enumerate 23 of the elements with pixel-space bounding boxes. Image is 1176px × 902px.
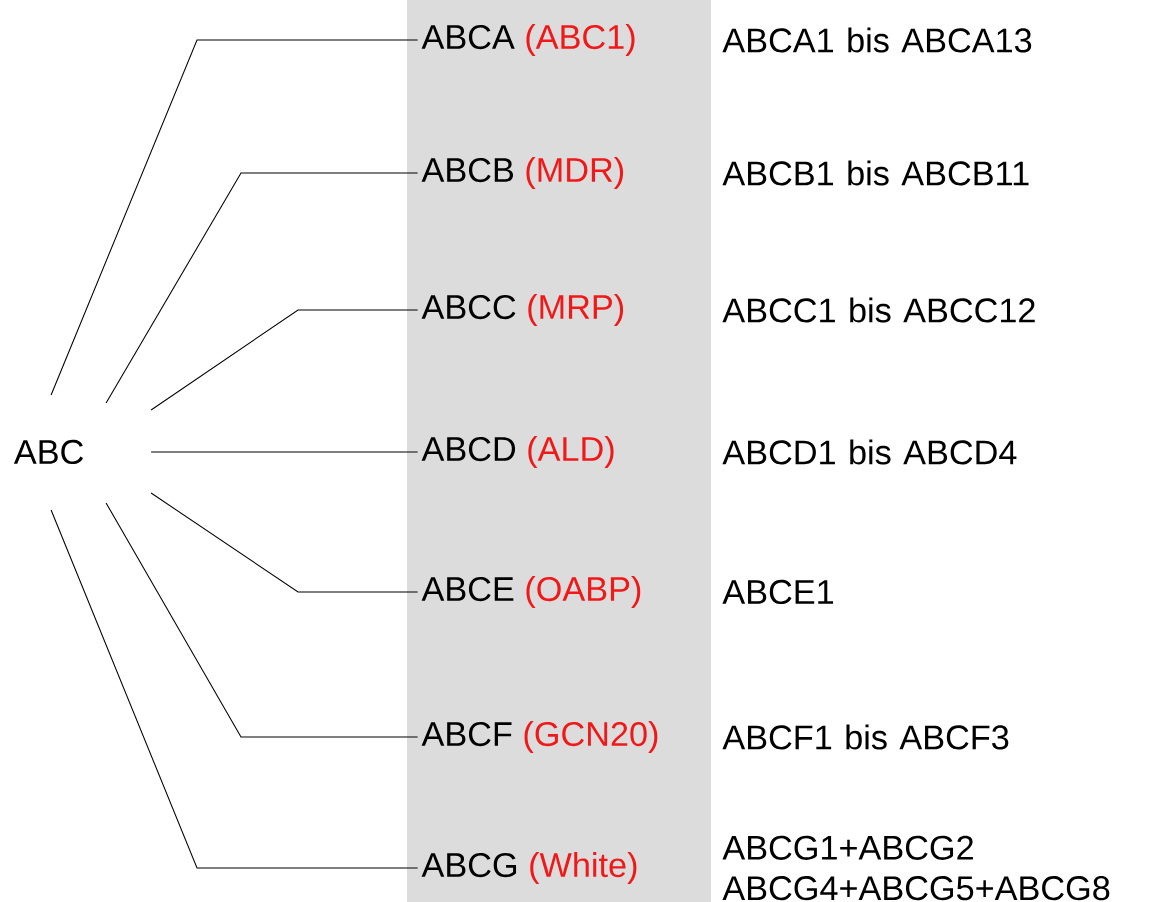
group-label: ABCB (MDR) [421, 157, 624, 189]
group-label: ABCD (ALD) [421, 436, 614, 468]
member-range: ABCG1+ABCG2 ABCG4+ABCG5+ABCG8 [722, 835, 1110, 901]
member-range: ABCF1 bis ABCF3 [722, 724, 1009, 750]
member-range: ABCE1 [722, 579, 834, 605]
group-label: ABCA (ABC1) [421, 24, 635, 56]
connector-line [150, 492, 419, 593]
group-label: ABCG (White) [421, 852, 637, 884]
member-range: ABCB1 bis ABCB11 [722, 160, 1029, 186]
member-range: ABCD1 bis ABCD4 [722, 439, 1017, 465]
connector-line [150, 451, 419, 453]
group-label: ABCC (MRP) [421, 294, 624, 326]
connector-line [50, 39, 419, 396]
connector-line [50, 509, 419, 869]
member-range: ABCA1 bis ABCA13 [722, 27, 1032, 53]
connector-line [105, 172, 419, 404]
shaded-band [407, 0, 711, 902]
connector-line [150, 309, 419, 411]
connector-line [105, 502, 419, 738]
member-range: ABCC1 bis ABCC12 [722, 297, 1035, 323]
group-label: ABCF (GCN20) [421, 721, 658, 753]
root-label: ABC [13, 439, 83, 465]
group-label: ABCE (OABP) [421, 576, 641, 608]
